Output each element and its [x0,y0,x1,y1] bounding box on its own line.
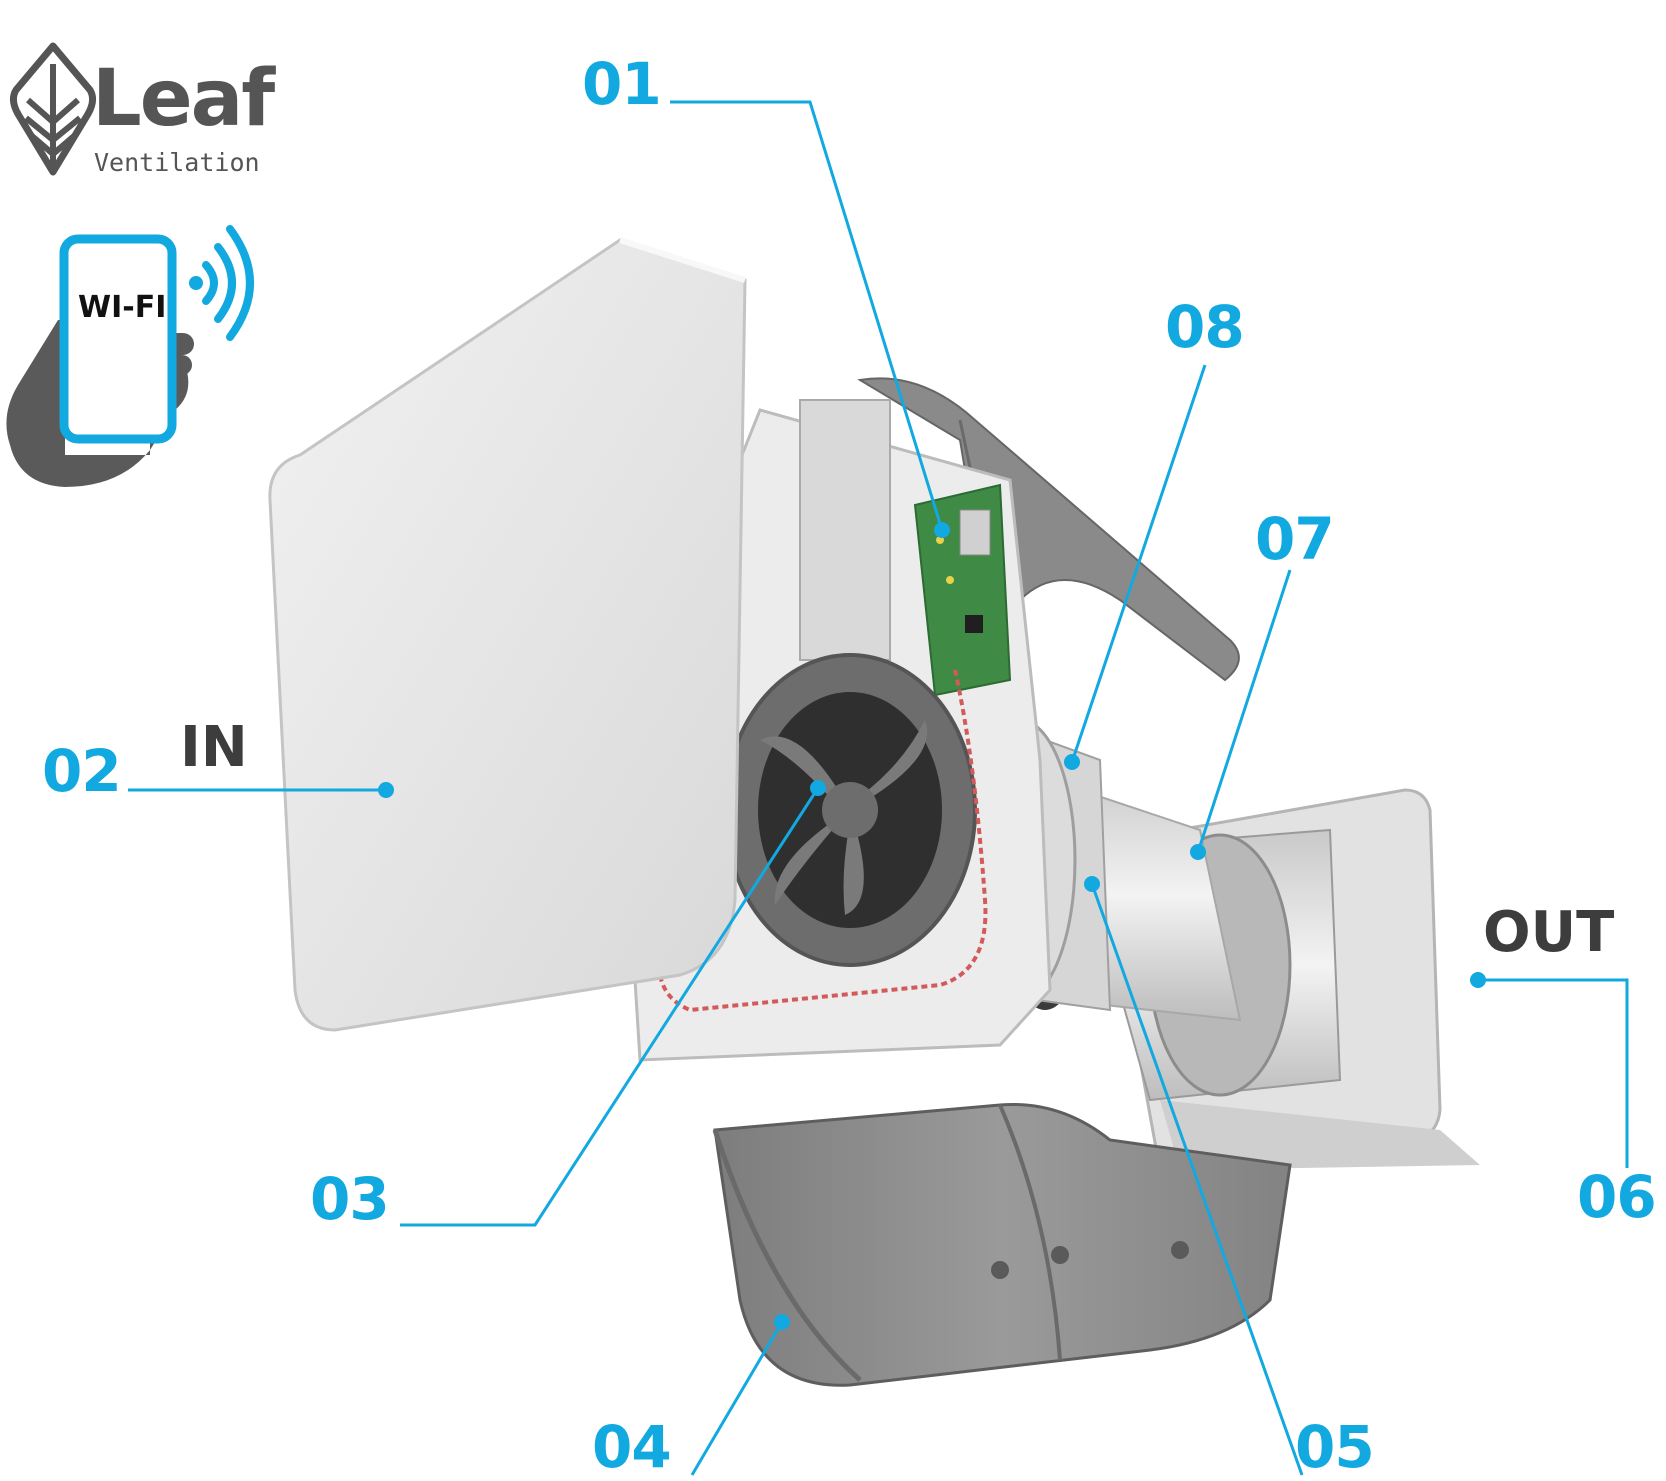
leaf-icon [9,42,97,176]
callout-05: 05 [1295,1413,1375,1481]
inlet-label: IN [180,715,248,780]
callout-03: 03 [310,1165,390,1233]
callout-07: 07 [1255,505,1335,573]
leader-dot-06 [1470,972,1486,988]
leader-line-06 [1478,978,1629,1168]
leader-line-07 [1196,569,1292,853]
leader-dot-07 [1190,844,1206,860]
leader-line-05 [1090,883,1304,1476]
callout-08: 08 [1165,293,1245,361]
callout-02: 02 [42,737,122,805]
leader-line-04 [690,1321,784,1476]
brand-tagline: Ventilation [94,148,260,177]
brand-name: Leaf [92,54,275,144]
leader-line-01 [670,100,944,531]
lower-insulation-shell [712,1102,1292,1387]
fan-impeller [723,653,977,967]
leader-dot-05 [1084,876,1100,892]
leader-dot-03 [810,780,826,796]
leader-dot-02 [378,782,394,798]
callout-04: 04 [592,1413,672,1481]
callout-01: 01 [582,50,662,118]
front-panel [268,237,747,1032]
leader-dot-08 [1064,754,1080,770]
control-board [913,483,1012,697]
callout-06: 06 [1577,1163,1657,1231]
leader-line-08 [1070,364,1207,763]
leader-line-03 [400,787,820,1227]
outlet-label: OUT [1483,900,1615,965]
smartphone-wifi-icon [6,225,254,487]
leader-dot-01 [934,522,950,538]
phone-screen-text: WI-FI [78,290,167,325]
leader-dot-04 [774,1314,790,1330]
